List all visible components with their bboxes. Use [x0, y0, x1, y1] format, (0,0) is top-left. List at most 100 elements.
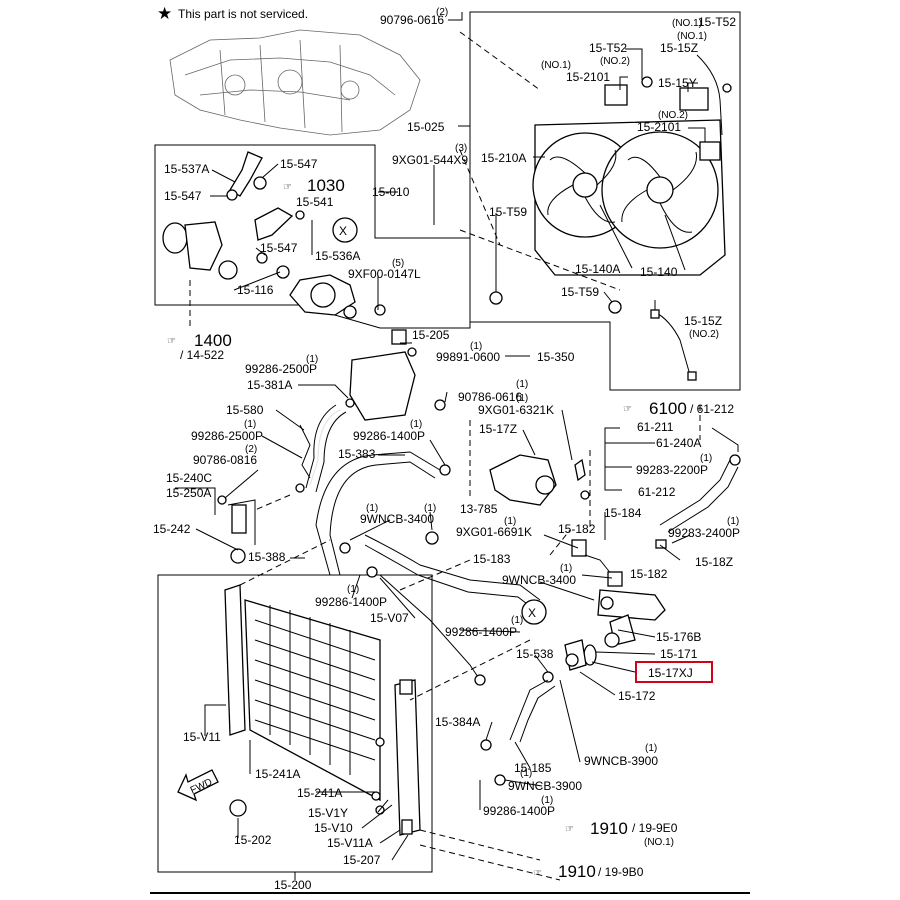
- label-99286-1400p-a-qty: (1): [410, 419, 422, 430]
- label-99286-1400p-d-qty: (1): [541, 795, 553, 806]
- label-99286-1400p-c-qty: (1): [511, 615, 523, 626]
- label-99286-2500p-a-qty: (1): [306, 354, 318, 365]
- reservoir-and-hoses-drawing: [217, 329, 541, 686]
- label-9xf00-0147l: 9XF00-0147L: [348, 267, 421, 281]
- label-9wncb-3400-b-qty: (1): [560, 563, 572, 574]
- label-61-211: 61-211: [637, 420, 674, 434]
- label-99283-2400p-qty: (1): [727, 516, 739, 527]
- label-15-v11a: 15-V11A: [327, 836, 373, 850]
- leader-lines: [175, 12, 739, 880]
- label-13-785-qty: (1): [424, 503, 436, 514]
- label-ref-6100: 6100: [649, 399, 687, 418]
- label-9wncb-3900-b: 9WNCB-3900: [508, 779, 582, 793]
- label-15-547-b: 15-547: [164, 189, 202, 203]
- thermostat-housing-drawing: X: [480, 454, 741, 786]
- label-ref-1910-b-sub: / 19-9B0: [598, 865, 644, 879]
- label-99286-1400p-a: 99286-1400P: [353, 429, 425, 443]
- fan-shroud-drawing: [489, 54, 732, 381]
- water-pump-drawing: X: [162, 151, 386, 319]
- label-9wncb-3900-a-qty: (1): [645, 743, 657, 754]
- label-90786-0616-b: 90786-0616: [458, 390, 522, 404]
- label-15-t59-a: 15-T59: [489, 205, 527, 219]
- label-15-200: 15-200: [274, 878, 312, 892]
- label-9xg01-544x9-qty: (3): [455, 143, 467, 154]
- label-15-140: 15-140: [640, 265, 678, 279]
- label-90786-0816-qty: (2): [245, 444, 257, 455]
- label-ref-1910-a-no: (NO.1): [644, 837, 674, 848]
- not-serviced-x-mark-top: X: [339, 224, 347, 238]
- label-15-182-b: 15-182: [630, 567, 668, 581]
- label-15-2101-b-no: (NO.2): [658, 110, 688, 121]
- label-99283-2200p-qty: (1): [700, 453, 712, 464]
- label-15-537a: 15-537A: [164, 162, 209, 176]
- label-15-541: 15-541: [296, 195, 334, 209]
- label-9xg01-6691k: 9XG01-6691K: [456, 525, 532, 539]
- label-15-15z-a-no: (NO.1): [677, 31, 707, 42]
- label-99286-1400p-b-qty: (1): [347, 584, 359, 595]
- label-99891-0600-qty: (1): [470, 341, 482, 352]
- label-15-172: 15-172: [618, 689, 656, 703]
- label-15-t52-a-no: (NO.1): [672, 18, 702, 29]
- label-9wncb-3900-b-qty: (1): [520, 768, 532, 779]
- label-15-15y: 15-15Y: [658, 76, 697, 90]
- label-15-140a: 15-140A: [575, 262, 620, 276]
- label-90796-0616-qty: (2): [436, 7, 448, 18]
- label-15-536a: 15-536A: [315, 249, 360, 263]
- label-15-17z: 15-17Z: [479, 422, 517, 436]
- label-15-2101-a: 15-2101: [566, 70, 610, 84]
- label-15-241a-a: 15-241A: [255, 767, 300, 781]
- label-15-388: 15-388: [248, 550, 286, 564]
- label-15-207: 15-207: [343, 853, 381, 867]
- label-15-t59-b: 15-T59: [561, 285, 599, 299]
- label-13-785: 13-785: [460, 502, 498, 516]
- label-15-240c: 15-240C: [166, 471, 212, 485]
- not-serviced-note: This part is not serviced.: [178, 7, 308, 21]
- ref-6100-pointer: ☞: [623, 404, 632, 415]
- label-99286-1400p-b: 99286-1400P: [315, 595, 387, 609]
- label-15-242: 15-242: [153, 522, 191, 536]
- label-99286-2500p-a: 99286-2500P: [245, 362, 317, 376]
- not-serviced-x-mark-bottom: X: [528, 606, 536, 620]
- label-15-176b: 15-176B: [656, 630, 701, 644]
- label-90786-0816: 90786-0816: [193, 453, 257, 467]
- label-15-t52-b: 15-T52: [589, 41, 627, 55]
- label-99286-2500p-b-qty: (1): [244, 419, 256, 430]
- label-61-240a: 61-240A: [656, 436, 701, 450]
- label-ref-1910-b: 1910: [558, 862, 596, 881]
- label-99283-2200p: 99283-2200P: [636, 463, 708, 477]
- label-15-17xj: 15-17XJ: [648, 666, 693, 680]
- ref-1910-a-pointer: ☞: [565, 824, 574, 835]
- label-61-212: 61-212: [638, 485, 676, 499]
- part-labels: (2) 90796-0616 15-025 (NO.1) 15-T52 (NO.…: [153, 7, 740, 892]
- label-15-183: 15-183: [473, 552, 511, 566]
- label-9wncb-3900-a: 9WNCB-3900: [584, 754, 658, 768]
- label-ref-1030: 1030: [307, 176, 345, 195]
- label-99286-1400p-c: 99286-1400P: [445, 625, 517, 639]
- radiator-drawing: [224, 584, 421, 836]
- label-15-182-a: 15-182: [558, 522, 596, 536]
- label-15-t52-b-no: (NO.2): [600, 56, 630, 67]
- label-9wncb-3400-a: 9WNCB-3400: [360, 512, 434, 526]
- label-15-185: 15-185: [514, 761, 552, 775]
- label-15-15z-a: 15-15Z: [660, 41, 698, 55]
- radiator-box: [157, 574, 433, 873]
- label-15-18z: 15-18Z: [695, 555, 733, 569]
- label-15-350: 15-350: [537, 350, 575, 364]
- label-ref-1910-a-sub: / 19-9E0: [632, 821, 678, 835]
- engine-sketch: [169, 29, 421, 136]
- label-15-547-c: 15-547: [260, 241, 298, 255]
- label-9wncb-3400-a-qty: (1): [366, 503, 378, 514]
- label-9xg01-544x9: 9XG01-544X9: [392, 153, 468, 167]
- ref-1030-pointer: ☞: [283, 182, 292, 193]
- label-9wncb-3400-b: 9WNCB-3400: [502, 573, 576, 587]
- label-15-202: 15-202: [234, 833, 272, 847]
- label-15-15z-b: 15-15Z: [684, 314, 722, 328]
- label-15-250a: 15-250A: [166, 486, 211, 500]
- label-90796-0616-top: 90796-0616: [380, 13, 444, 27]
- label-99283-2400p: 99283-2400P: [668, 526, 740, 540]
- label-15-384a: 15-384A: [435, 715, 480, 729]
- label-15-010: 15-010: [372, 185, 410, 199]
- not-serviced-star: ★: [157, 4, 172, 23]
- dashed-connectors: [189, 31, 701, 881]
